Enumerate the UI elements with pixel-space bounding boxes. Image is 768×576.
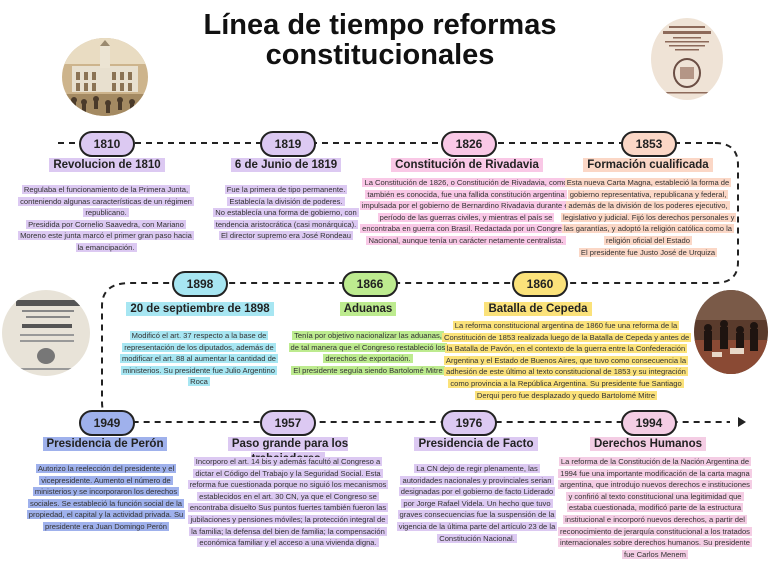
event-description-1957: Incorporo el art. 14 bis y además facult… [186, 456, 390, 549]
event-description-1866: Tenía por objetivo nacionalizar las adua… [288, 330, 448, 376]
year-badge-1860: 1860 [512, 271, 568, 297]
heading-text: Constitución de Rivadavia [391, 158, 543, 172]
heading-text: Presidencia de Facto [414, 437, 538, 451]
event-heading-1994: Derechos Humanos [578, 437, 718, 452]
cabildo-image [62, 38, 148, 116]
constitution-document-image [651, 18, 723, 100]
manifiesto-document-image [2, 290, 90, 376]
event-description-1860: La reforma constitucional argentina de 1… [442, 320, 692, 401]
year-badge-1853: 1853 [621, 131, 677, 157]
year-badge-1826: 1826 [441, 131, 497, 157]
year-badge-1994: 1994 [621, 410, 677, 436]
description-text: Incorporo el art. 14 bis y además facult… [187, 457, 389, 548]
event-description-1819: Fue la primera de tipo permanente. Estab… [205, 184, 367, 242]
event-heading-1866: Aduanas [318, 302, 418, 317]
event-description-1826: La Constitución de 1826, o Constitución … [359, 177, 573, 247]
event-description-1810: Regulaba el funcionamiento de la Primera… [17, 184, 195, 254]
event-description-1949: Autorizo la reelección del presidente y … [24, 463, 188, 533]
event-description-1976: La CN dejo de regir plenamente, las auto… [396, 463, 558, 544]
year-badge-1866: 1866 [342, 271, 398, 297]
description-text: Esta nueva Carta Magna, estableció la fo… [561, 178, 737, 257]
event-heading-1860: Batalla de Cepeda [466, 302, 610, 317]
heading-text: Derechos Humanos [589, 437, 706, 451]
event-description-1853: Esta nueva Carta Magna, estableció la fo… [561, 177, 737, 258]
heading-text: Presidencia de Perón [42, 437, 168, 451]
description-text: Autorizo la reelección del presidente y … [26, 464, 186, 531]
event-heading-1819: 6 de Junio de 1819 [206, 158, 366, 173]
year-badge-1810: 1810 [79, 131, 135, 157]
heading-text: Formación cualificada [583, 158, 713, 172]
heading-text: 6 de Junio de 1819 [230, 158, 342, 172]
description-text: La reforma constitucional argentina de 1… [442, 321, 692, 400]
event-heading-1826: Constitución de Rivadavia [378, 158, 556, 173]
year-badge-1898: 1898 [172, 271, 228, 297]
event-heading-1898: 20 de septiembre de 1898 [122, 302, 278, 317]
event-description-1994: La reforma de la Constitución de la Naci… [557, 456, 753, 560]
page-title: Línea de tiempo reformas constitucionale… [203, 9, 557, 71]
event-heading-1976: Presidencia de Facto [404, 437, 548, 452]
description-text: La CN dejo de regir plenamente, las auto… [396, 464, 558, 543]
description-text: Fue la primera de tipo permanente. Estab… [213, 185, 359, 241]
year-badge-1819: 1819 [260, 131, 316, 157]
description-text: Regulaba el funcionamiento de la Primera… [18, 185, 194, 252]
description-text: Tenía por objetivo nacionalizar las adua… [288, 331, 448, 375]
description-text: La Constitución de 1826, o Constitución … [359, 178, 573, 245]
heading-text: Revolucion de 1810 [49, 158, 165, 172]
assembly-painting-image [694, 290, 768, 374]
event-description-1898: Modificó el art. 37 respecto a la base d… [116, 330, 282, 388]
event-heading-1949: Presidencia de Perón [30, 437, 180, 452]
year-badge-1949: 1949 [79, 410, 135, 436]
description-text: Modificó el art. 37 respecto a la base d… [119, 331, 279, 387]
year-badge-1957: 1957 [260, 410, 316, 436]
event-heading-1853: Formación cualificada [570, 158, 726, 173]
heading-text: Batalla de Cepeda [484, 302, 592, 316]
heading-text: Aduanas [339, 302, 397, 316]
event-heading-1810: Revolucion de 1810 [22, 158, 192, 173]
description-text: La reforma de la Constitución de la Naci… [558, 457, 752, 559]
year-badge-1976: 1976 [441, 410, 497, 436]
heading-text: 20 de septiembre de 1898 [126, 302, 274, 316]
